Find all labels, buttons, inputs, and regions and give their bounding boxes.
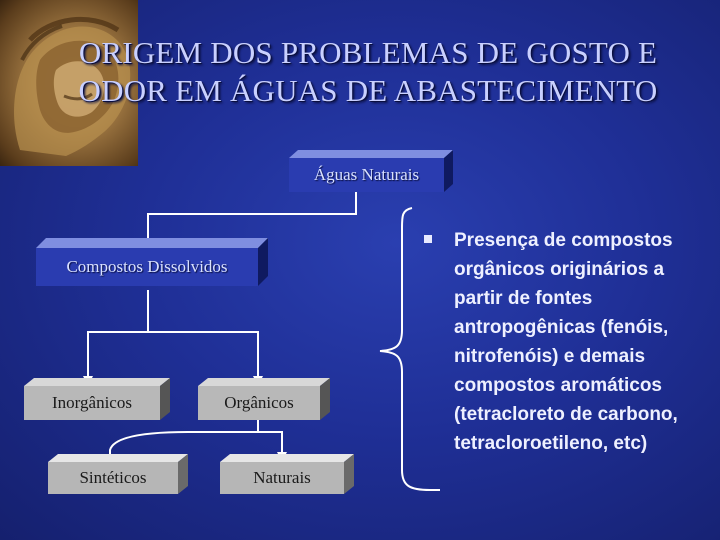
box-root-label: Águas Naturais <box>313 165 420 184</box>
box-root: Águas Naturais <box>289 158 444 192</box>
connector-organic-to-natural <box>258 431 283 456</box>
bullet-item-1: Presença de compostos orgânicos originár… <box>454 230 678 454</box>
box-dissolved-label: Compostos Dissolvidos <box>66 257 228 276</box>
connector-root-to-dissolved <box>147 190 357 252</box>
box-synthetic: Sintéticos <box>48 462 178 494</box>
box-natural-shape <box>220 454 354 494</box>
logo-helmet-medallion <box>0 0 138 166</box>
warrior-helmet-medallion-icon <box>14 16 131 157</box>
square-bullet-icon <box>424 235 432 243</box>
bracket-curly-icon <box>379 207 440 491</box>
box-organic: Orgânicos <box>198 386 320 420</box>
box-inorganic-shape <box>24 378 170 420</box>
box-root-shape <box>289 150 453 192</box>
connector-dissolved-to-organic <box>148 331 259 380</box>
box-organic-label: Orgânicos <box>224 393 294 412</box>
title-line-1: ORIGEM DOS PROBLEMAS DE GOSTO E <box>78 35 658 70</box>
connector-dissolved-to-inorganic <box>87 290 149 380</box>
box-natural: Naturais <box>220 462 344 494</box>
box-synthetic-label: Sintéticos <box>79 468 147 487</box>
box-dissolved-shape <box>36 238 268 286</box>
box-inorganic: Inorgânicos <box>24 386 160 420</box>
box-inorganic-label: Inorgânicos <box>52 393 132 412</box>
box-synthetic-shape <box>48 454 188 494</box>
connector-organic-to-synthetic <box>109 420 259 460</box>
box-natural-label: Naturais <box>253 468 311 487</box>
box-dissolved: Compostos Dissolvidos <box>36 248 258 286</box>
slide-title: ORIGEM DOS PROBLEMAS DE GOSTO E ODOR EM … <box>38 34 698 110</box>
box-organic-shape <box>198 378 330 420</box>
title-line-2: ODOR EM ÁGUAS DE ABASTECIMENTO <box>78 73 658 108</box>
